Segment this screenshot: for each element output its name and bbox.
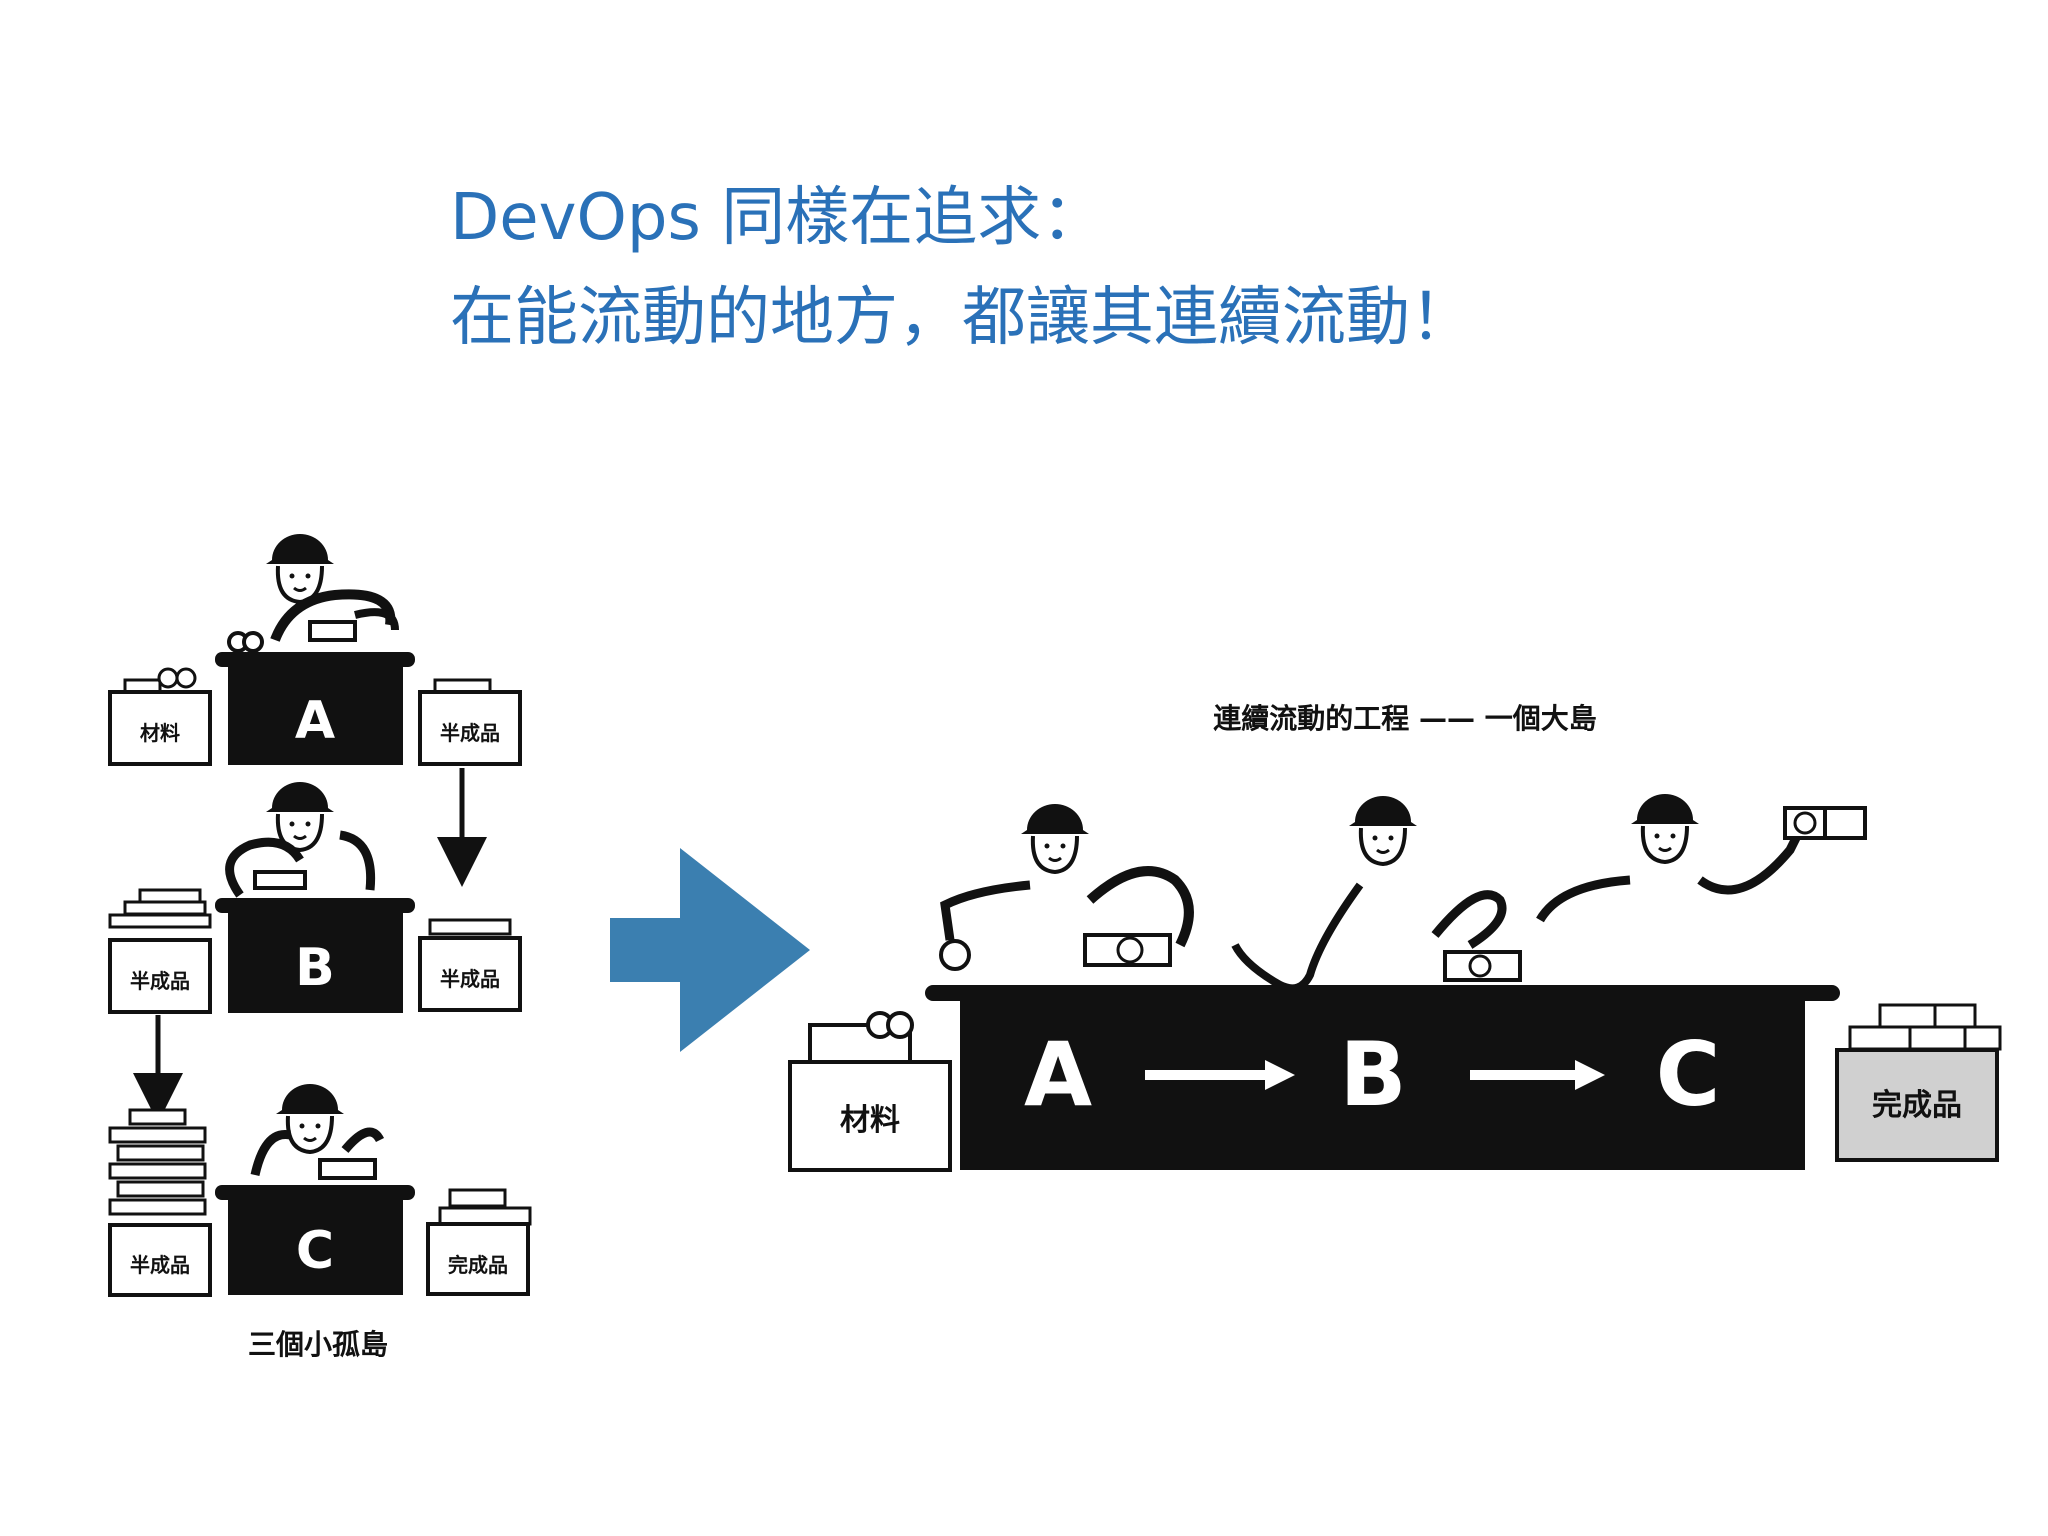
worker-helmet-icon bbox=[1629, 792, 1701, 864]
box-b-input: 半成品 bbox=[108, 888, 212, 1014]
worker-b bbox=[225, 780, 376, 898]
worker-2 bbox=[1231, 794, 1522, 993]
flow-arrow-head bbox=[1265, 1060, 1295, 1090]
worker-a bbox=[227, 532, 399, 653]
box-b-output: 半成品 bbox=[418, 918, 522, 1012]
title-line-2: 在能流動的地方，都讓其連續流動！ bbox=[450, 281, 1474, 355]
right-caption: 連續流動的工程 —— 一個大島 bbox=[1213, 702, 1597, 735]
worker-c bbox=[250, 1082, 385, 1180]
flow-letter-b: B bbox=[1339, 1023, 1406, 1126]
worker-helmet-icon bbox=[1019, 802, 1091, 874]
box-label: 半成品 bbox=[130, 1253, 190, 1277]
right-diagram: 連續流動的工程 —— 一個大島 A bbox=[788, 702, 2002, 1172]
station-letter-a: A bbox=[295, 691, 335, 751]
station-b: B 半成品 半成品 bbox=[108, 780, 522, 1123]
box-label: 半成品 bbox=[440, 967, 500, 991]
worker-1 bbox=[939, 802, 1194, 971]
input-box: 材料 bbox=[788, 1011, 952, 1172]
worker-helmet-icon bbox=[1347, 794, 1419, 866]
box-label: 完成品 bbox=[1872, 1088, 1962, 1123]
station-letter-c: C bbox=[296, 1221, 334, 1281]
box-label: 半成品 bbox=[130, 969, 190, 993]
big-right-arrow-icon bbox=[610, 848, 810, 1052]
station-a: A 材料 半成品 bbox=[108, 532, 522, 887]
box-label: 材料 bbox=[840, 1103, 900, 1138]
worker-helmet-icon bbox=[274, 1082, 346, 1154]
box-label: 完成品 bbox=[448, 1253, 508, 1277]
flow-letter-a: A bbox=[1024, 1023, 1092, 1126]
left-diagram: A 材料 半成品 bbox=[108, 532, 532, 1361]
flow-arrow-head bbox=[1575, 1060, 1605, 1090]
station-c: C 半成品 完成品 bbox=[108, 1082, 532, 1297]
output-box: 完成品 bbox=[1835, 1003, 2002, 1162]
box-label: 半成品 bbox=[440, 721, 500, 745]
box-a-input: 材料 bbox=[108, 667, 212, 766]
box-a-output: 半成品 bbox=[418, 678, 522, 766]
worker-3 bbox=[1536, 792, 1867, 923]
flow-letter-c: C bbox=[1656, 1023, 1721, 1126]
box-label: 材料 bbox=[140, 721, 180, 745]
continuous-bench bbox=[960, 995, 1805, 1170]
box-c-output: 完成品 bbox=[426, 1188, 532, 1296]
left-caption: 三個小孤島 bbox=[248, 1328, 388, 1361]
station-letter-b: B bbox=[295, 938, 335, 998]
title-line-1: DevOps 同樣在追求： bbox=[450, 181, 1106, 255]
box-c-input: 半成品 bbox=[108, 1108, 212, 1297]
slide-title: DevOps 同樣在追求： 在能流動的地方，都讓其連續流動！ bbox=[450, 168, 1474, 368]
